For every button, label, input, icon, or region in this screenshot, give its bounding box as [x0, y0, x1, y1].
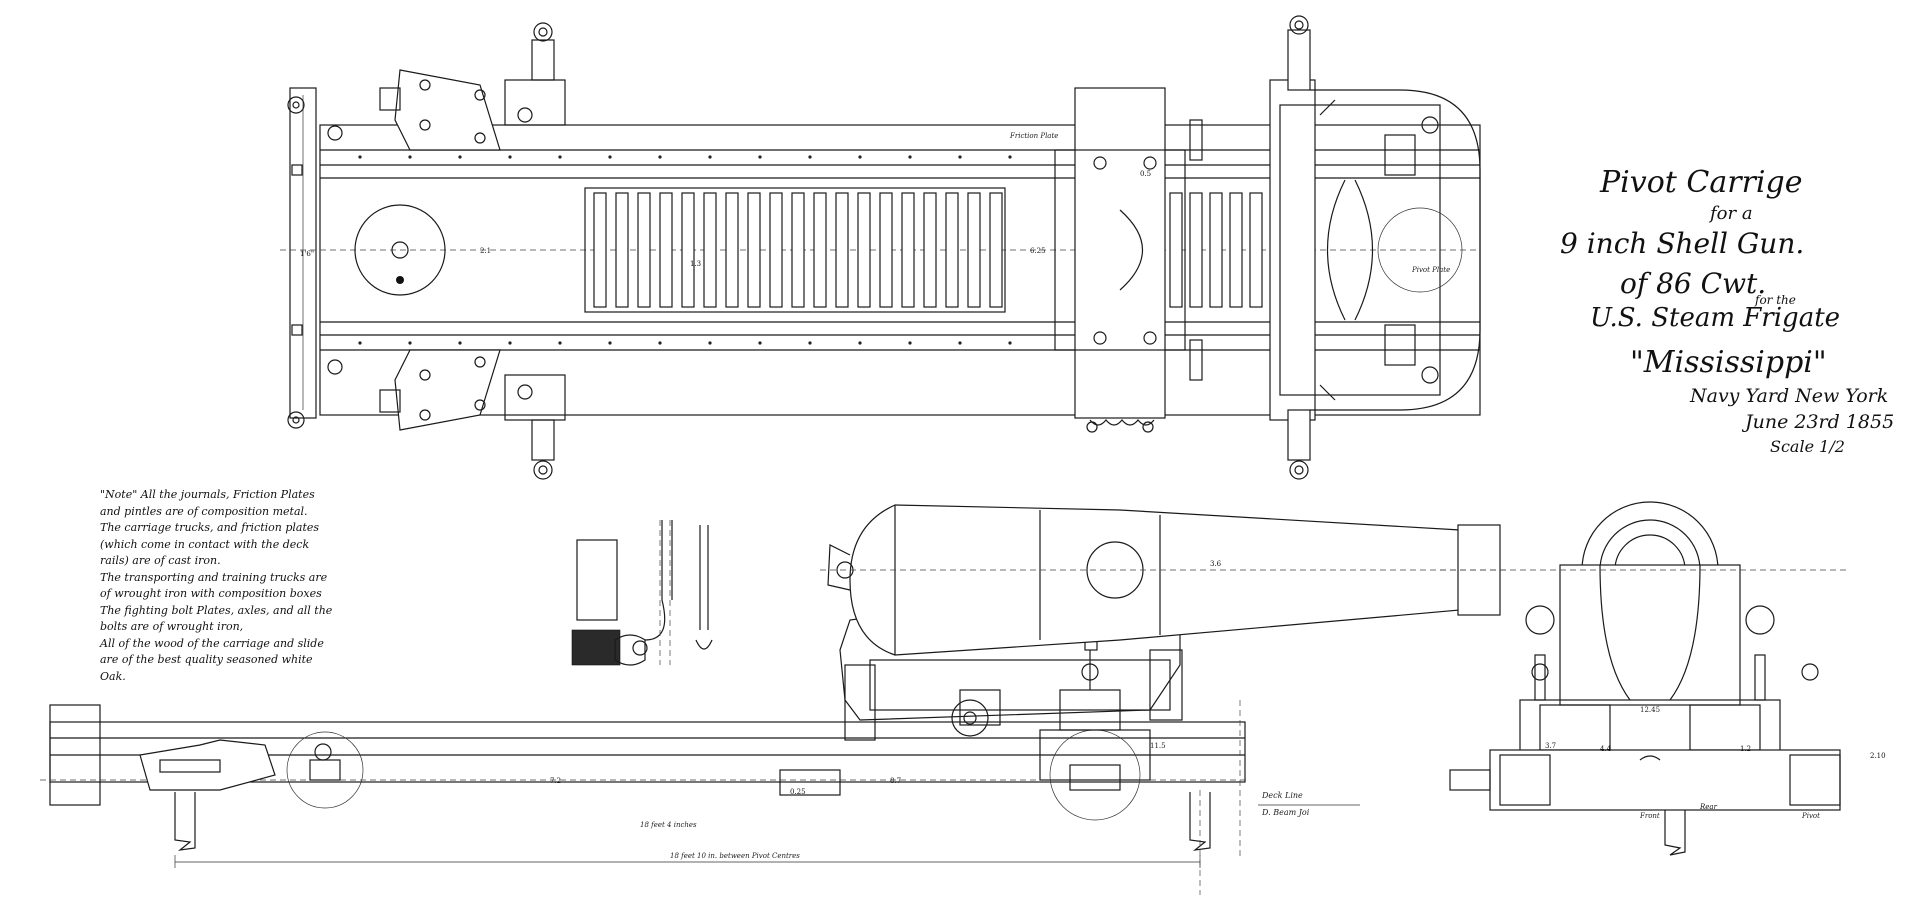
- note-line: The transporting and training trucks are: [100, 570, 328, 584]
- plan-view: Friction Plate Pivot Plate 6.25 2.1: [280, 15, 1481, 480]
- dim-r: 3.6: [1210, 560, 1222, 568]
- title-line-5-small: for the: [1755, 293, 1796, 307]
- side-elevation: 18 feet 4 inches 18 feet 10 in. between …: [40, 504, 1510, 895]
- dim-f: 8.7: [890, 777, 901, 785]
- note-line: All of the wood of the carriage and slid…: [100, 636, 324, 650]
- front-elevation: Front Pivot 12.45 3.7: [1440, 501, 1850, 856]
- title-line-9: Scale 1/2: [1770, 437, 1845, 456]
- deck-line-label: Deck Line: [1261, 791, 1303, 800]
- note-line: "Note" All the journals, Friction Plates: [100, 488, 315, 501]
- title-line-8: June 23rd 1855: [1745, 411, 1895, 433]
- dim-e: 7.2: [550, 777, 561, 785]
- title-line-5: for the U.S. Steam Frigate: [1590, 293, 1841, 333]
- front-label: Front: [1639, 812, 1660, 820]
- pivot-label: Pivot: [1801, 812, 1820, 820]
- note-line: of wrought iron with composition boxes: [100, 587, 322, 600]
- pivot-plate-label: Pivot Plate: [1411, 266, 1450, 274]
- title-block: Pivot Carrige for a 9 inch Shell Gun. of…: [1560, 165, 1920, 456]
- note-line: The carriage trucks, and friction plates: [100, 521, 320, 534]
- dim-i: 12.45: [1640, 706, 1660, 714]
- title-line-3: 9 inch Shell Gun.: [1560, 227, 1805, 260]
- rear-label: Rear: [1700, 803, 1717, 811]
- dim-a: 6.25: [1030, 247, 1046, 255]
- note-line: The fighting bolt Plates, axles, and all…: [100, 603, 333, 617]
- truck-detail: [571, 520, 713, 666]
- note-line: rails) are of cast iron.: [100, 554, 221, 567]
- materials-note: "Note" All the journals, Friction Plates…: [100, 487, 360, 685]
- title-line-6: "Mississippi": [1630, 345, 1827, 380]
- dim-k: 2.10: [1870, 752, 1886, 760]
- note-line: are of the best quality seasoned white: [100, 653, 313, 666]
- deck-line-label-2: D. Beam Joi: [1261, 808, 1310, 817]
- dim-o: 4.4: [1600, 745, 1612, 753]
- dim-c: 2.1: [480, 247, 491, 255]
- friction-plate-label: Friction Plate: [1009, 132, 1058, 140]
- title-line-4: of 86 Cwt.: [1620, 267, 1767, 300]
- dim-18ft: 18 feet 4 inches: [640, 821, 697, 829]
- dim-long: 18 feet 10 in. between Pivot Centres: [670, 852, 800, 860]
- title-line-1: Pivot Carrige: [1600, 165, 1803, 200]
- note-line: (which come in contact with the deck: [100, 537, 310, 551]
- dim-h: 11.5: [1150, 742, 1166, 750]
- note-line: bolts are of wrought iron,: [100, 620, 244, 633]
- title-line-5-text: U.S. Steam Frigate: [1590, 303, 1841, 333]
- note-line: and pintles are of composition metal.: [100, 504, 308, 518]
- dim-g: 0.25: [790, 788, 806, 796]
- dim-p: 1.2: [1740, 745, 1752, 753]
- dim-q: 0.5: [1140, 170, 1152, 178]
- dim-j: 3.7: [1545, 742, 1556, 750]
- dim-d: 1.3: [690, 260, 702, 268]
- dim-b: 1'6": [300, 250, 315, 258]
- note-line: Oak.: [100, 669, 126, 683]
- title-line-7: Navy Yard New York: [1690, 385, 1889, 407]
- title-line-2: for a: [1710, 203, 1753, 224]
